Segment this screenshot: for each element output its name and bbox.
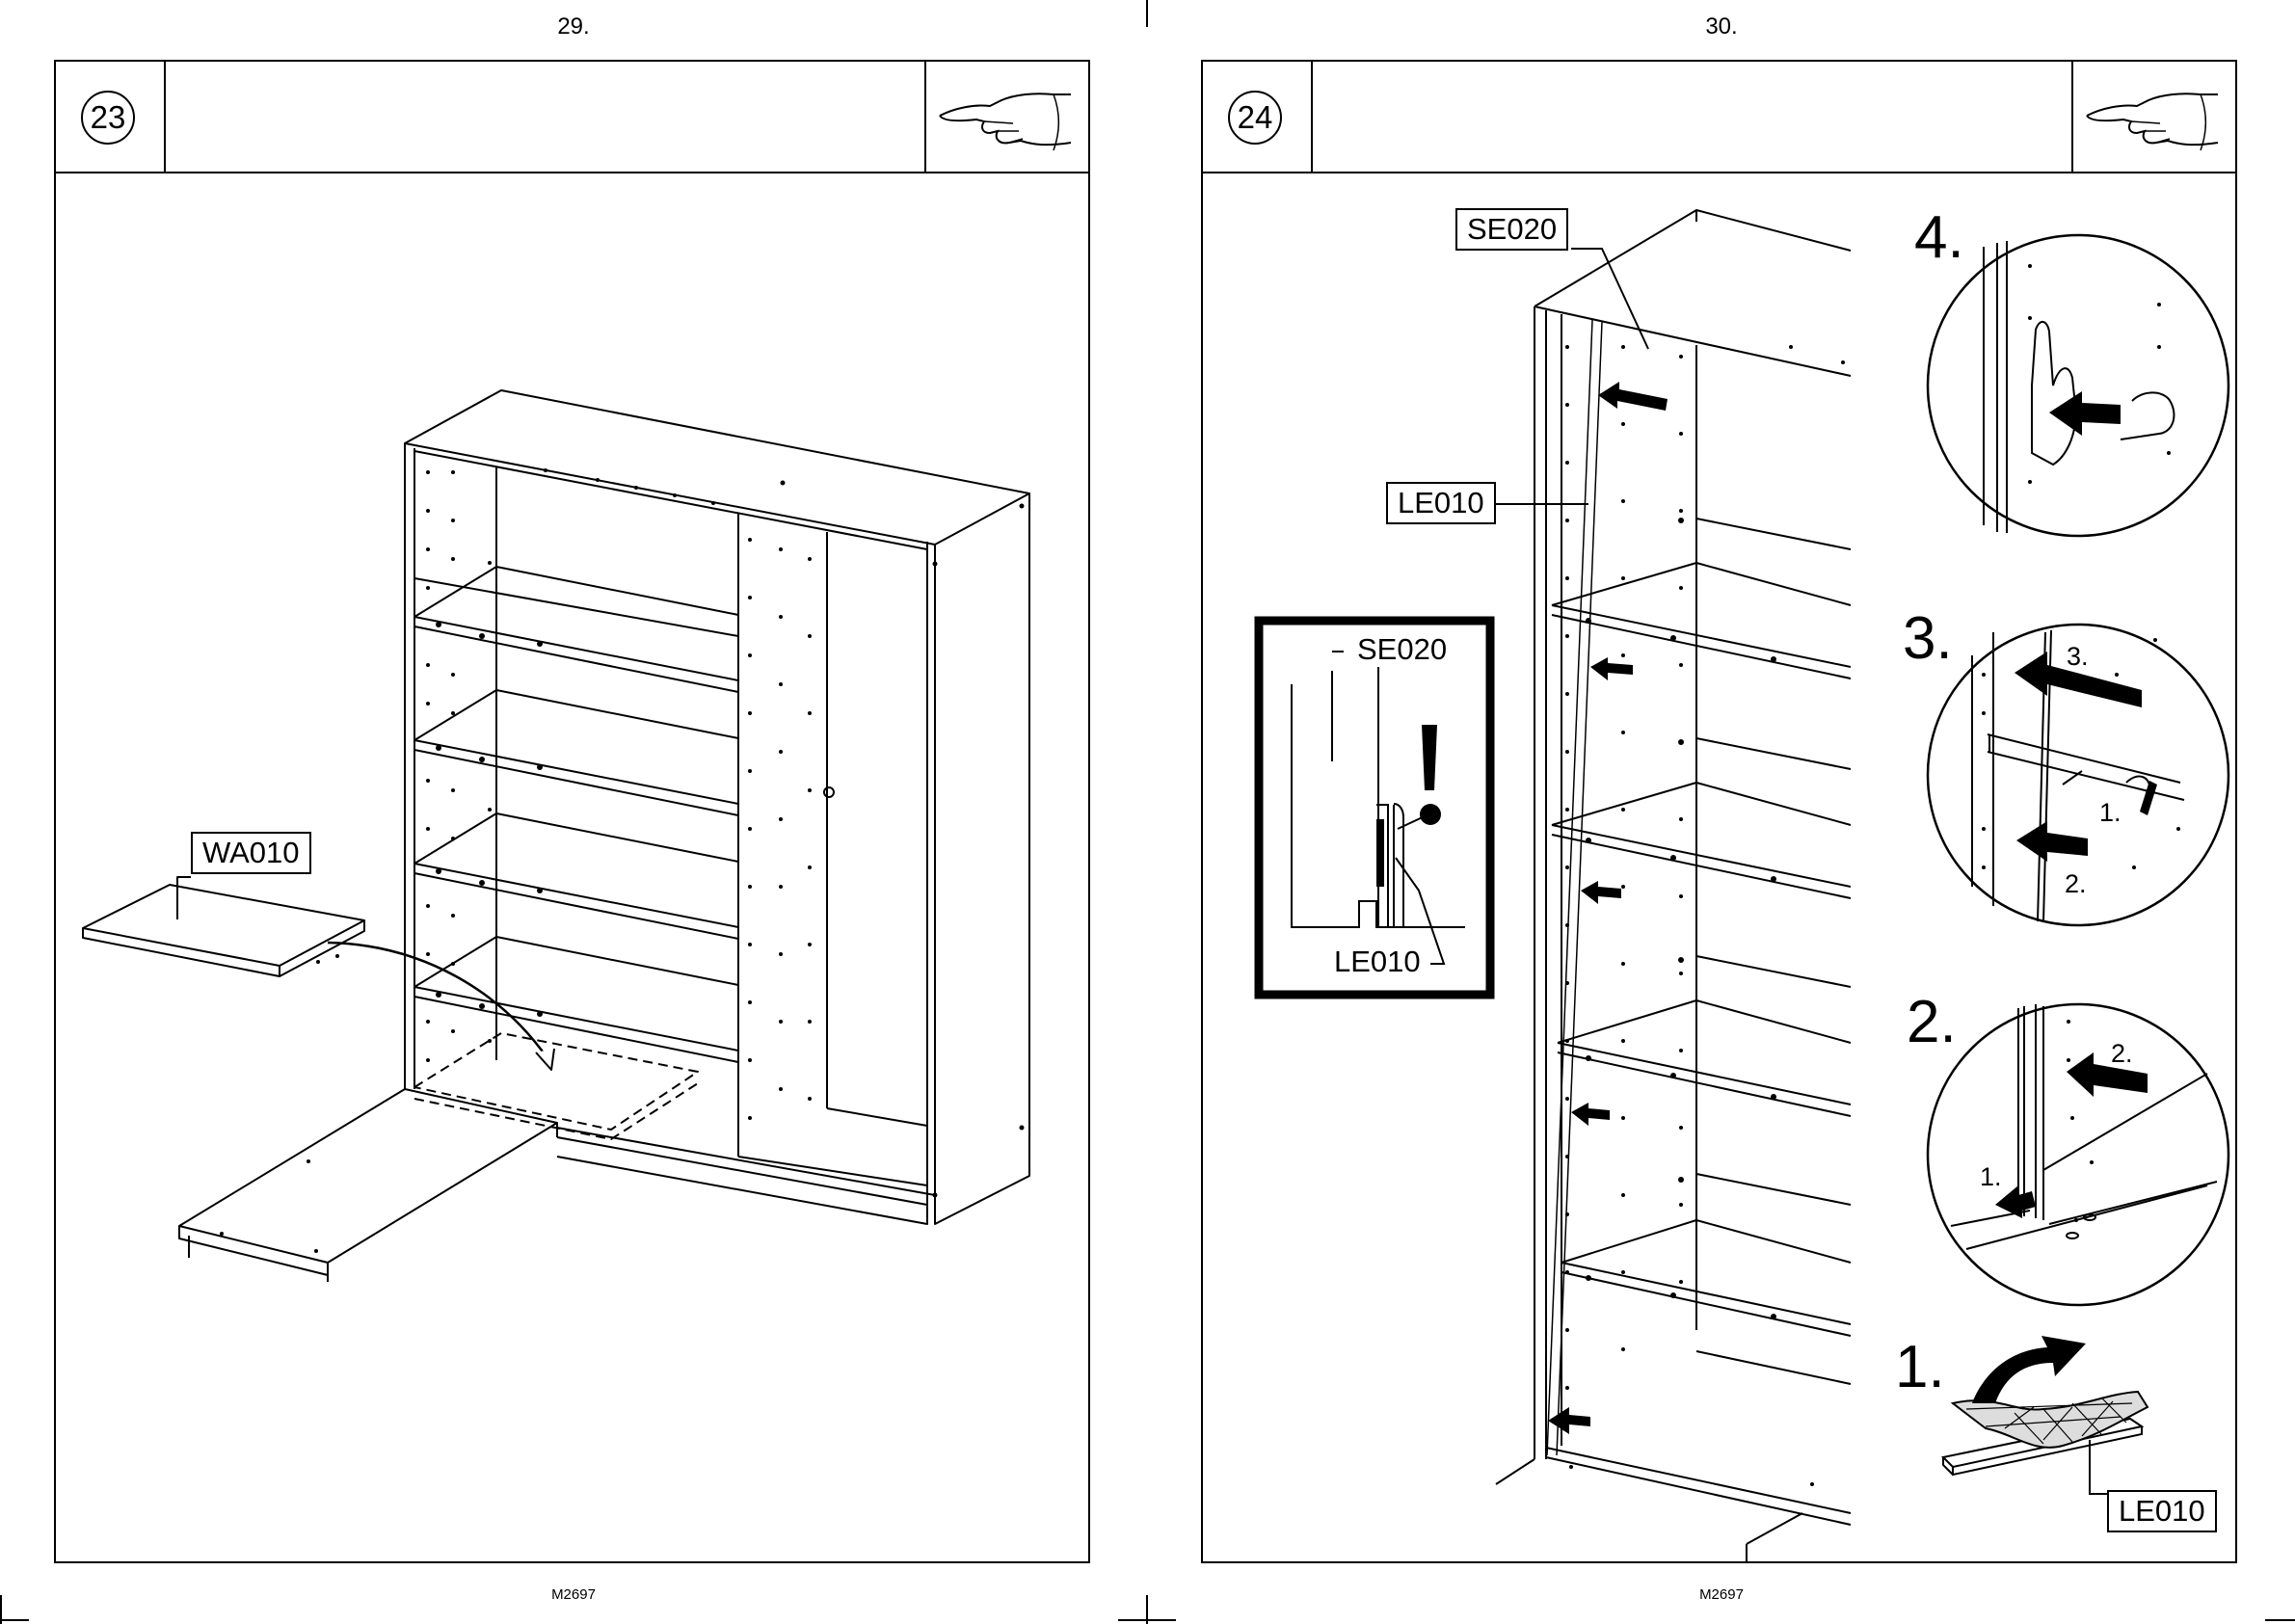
sub-step-3-mark-3: 3. — [2067, 642, 2089, 672]
part-label-le010: LE010 — [1386, 482, 1496, 524]
sub-step-3-mark-1: 1. — [2099, 798, 2122, 828]
detail-label-le010: LE010 — [1334, 945, 1421, 979]
detail-label-se020: SE020 — [1357, 632, 1447, 667]
sub-step-2-label: 2. — [1907, 993, 1957, 1052]
part-label-se020: SE020 — [1455, 208, 1568, 251]
sub-step-3-mark-2: 2. — [2065, 869, 2087, 899]
part-label-le010-tape: LE010 — [2107, 1490, 2217, 1532]
exclamation-icon — [1420, 725, 1441, 825]
sub-step-2-mark-2: 2. — [2111, 1039, 2133, 1069]
sub-step-1-label: 1. — [1895, 1338, 1945, 1398]
sub-step-3-label: 3. — [1903, 609, 1953, 669]
sub-step-2-mark-1: 1. — [1980, 1162, 2002, 1192]
sub-step-4-label: 4. — [1914, 208, 1964, 268]
